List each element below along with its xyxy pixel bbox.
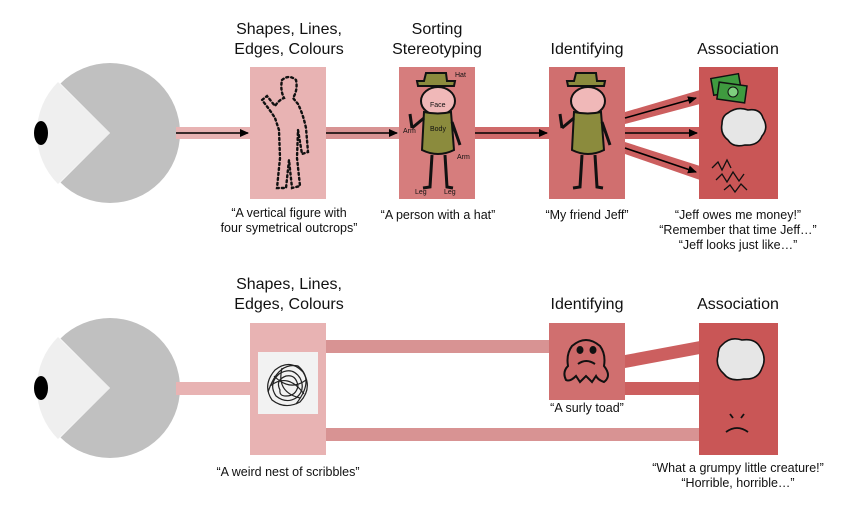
money-icon xyxy=(709,72,748,104)
frown-icon xyxy=(725,413,749,433)
label-arm-right: Arm xyxy=(457,154,470,161)
heading-sorting-line2: Stereotyping xyxy=(392,41,482,58)
labeled-figure-icon xyxy=(408,72,462,190)
connector-eye-shapes-2 xyxy=(176,382,251,395)
label-arm-left: Arm xyxy=(403,128,416,135)
caption-shapes-line2: four symetrical outcrops” xyxy=(220,221,358,235)
label-face: Face xyxy=(430,102,446,109)
arrow-fan-top xyxy=(624,96,697,119)
connector-identifying-association-low xyxy=(625,382,700,395)
cloud-icon xyxy=(720,107,767,147)
heading-shapes-line2: Edges, Colours xyxy=(234,41,344,58)
caption-shapes: “A vertical figure with four symetrical … xyxy=(209,206,369,236)
eye-icon xyxy=(31,63,180,203)
label-body: Body xyxy=(430,126,446,133)
heading-shapes-2: Shapes, Lines, Edges, Colours xyxy=(219,275,359,315)
heading-association-2: Association xyxy=(697,296,779,313)
label-leg-left: Leg xyxy=(415,189,427,196)
caption-association-2: “What a grumpy little creature!” “Horrib… xyxy=(638,461,838,491)
heading-association: Association xyxy=(697,41,779,58)
panel-shapes xyxy=(250,67,326,199)
connector-identifying-association-high xyxy=(625,341,700,368)
caption-association: “Jeff owes me money!” “Remember that tim… xyxy=(648,208,828,253)
cloud-icon xyxy=(716,338,765,381)
caption-association-2-line2: “Horrible, horrible…” xyxy=(681,476,795,490)
connector-shapes-identifying-2 xyxy=(325,340,550,353)
caption-shapes-line1: “A vertical figure with xyxy=(231,206,347,220)
dotted-figure-icon xyxy=(260,75,310,190)
heading-shapes-2-line1: Shapes, Lines, xyxy=(236,276,342,293)
caption-shapes-2: “A weird nest of scribbles” xyxy=(216,465,360,479)
heading-shapes-line1: Shapes, Lines, xyxy=(236,21,342,38)
heading-sorting-line1: Sorting xyxy=(411,21,463,38)
heading-identifying-2: Identifying xyxy=(550,296,624,313)
heading-shapes: Shapes, Lines, Edges, Colours xyxy=(219,20,359,60)
caption-association-line2: “Remember that time Jeff…” xyxy=(659,223,817,237)
scribble-image-icon xyxy=(258,352,318,414)
caption-sorting: “A person with a hat” xyxy=(380,208,496,222)
connector-shapes-association-2 xyxy=(325,428,699,441)
toad-icon xyxy=(563,339,609,384)
label-leg-right: Leg xyxy=(444,189,456,196)
heading-sorting: Sorting Stereotyping xyxy=(377,20,497,60)
label-hat: Hat xyxy=(455,72,466,79)
eye-icon xyxy=(31,318,180,458)
heading-shapes-2-line2: Edges, Colours xyxy=(234,296,344,313)
scribble-icon xyxy=(711,158,748,194)
arrow-fan-bottom xyxy=(624,147,697,174)
caption-association-line1: “Jeff owes me money!” xyxy=(674,208,802,222)
jeff-figure-icon xyxy=(558,72,612,190)
caption-identifying-2: “A surly toad” xyxy=(550,401,624,415)
caption-association-line3: “Jeff looks just like…” xyxy=(678,238,798,252)
heading-identifying: Identifying xyxy=(550,41,624,58)
caption-association-2-line1: “What a grumpy little creature!” xyxy=(652,461,824,475)
caption-identifying: “My friend Jeff” xyxy=(545,208,629,222)
